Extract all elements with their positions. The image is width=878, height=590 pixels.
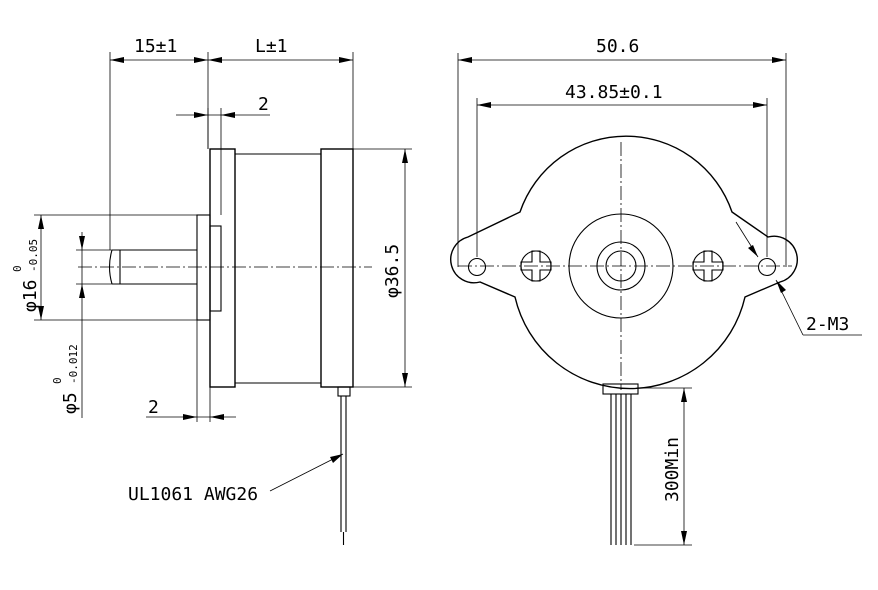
dim-body-diameter-value: φ36.5 <box>382 244 403 298</box>
dim-lead-length <box>634 387 692 546</box>
dim-boss-diameter-tol-lower: -0.05 <box>27 239 40 272</box>
front-view: 50.6 43.85±0.1 2-M3 300Min <box>450 36 862 546</box>
front-lead-wires <box>602 383 639 545</box>
front-outline <box>450 135 798 390</box>
dim-boss-diameter-symbol: φ16 <box>20 279 41 312</box>
front-flange <box>209 148 236 388</box>
dim-shaft-diameter-symbol: φ5 <box>60 392 81 414</box>
side-view: 15±1 L±1 2 2 φ36.5 <box>11 36 412 545</box>
mount-hole-left <box>467 257 487 277</box>
dim-body-diameter <box>353 148 412 388</box>
dim-hole-spacing-value: 43.85±0.1 <box>565 82 663 103</box>
dim-overall-width <box>457 53 787 267</box>
mount-holes-leader <box>735 221 862 336</box>
dim-boss-diameter-tol-upper: 0 <box>11 265 24 272</box>
boss <box>196 214 211 321</box>
dim-flange-top <box>176 108 270 215</box>
dim-shaft-diameter-tol-upper: 0 <box>51 377 64 384</box>
dim-shaft-diameter-tol-lower: -0.012 <box>67 344 80 384</box>
dim-flange-bottom-value: 2 <box>148 397 159 418</box>
dim-flange-top-value: 2 <box>258 94 269 115</box>
lead-wire-label: UL1061 AWG26 <box>128 484 258 505</box>
dim-shaft-length: 15±1 <box>134 36 177 57</box>
dim-top-lengths <box>109 52 354 250</box>
dim-body-length: L±1 <box>255 36 288 57</box>
lead-length-label: 300Min <box>662 437 683 502</box>
mount-holes-label: 2-M3 <box>806 314 849 335</box>
dim-flange-bottom <box>146 320 236 422</box>
lead-wire-leader <box>269 453 344 492</box>
dim-shaft-diameter <box>76 232 112 418</box>
dim-boss-diameter <box>34 214 197 321</box>
mount-hole-right <box>757 257 777 277</box>
motor-body <box>235 153 321 384</box>
dim-overall-width-value: 50.6 <box>596 36 639 57</box>
lead-wire <box>337 386 351 545</box>
dim-hole-spacing <box>476 98 768 257</box>
boss-step <box>209 225 222 312</box>
rear-cap <box>320 148 354 388</box>
